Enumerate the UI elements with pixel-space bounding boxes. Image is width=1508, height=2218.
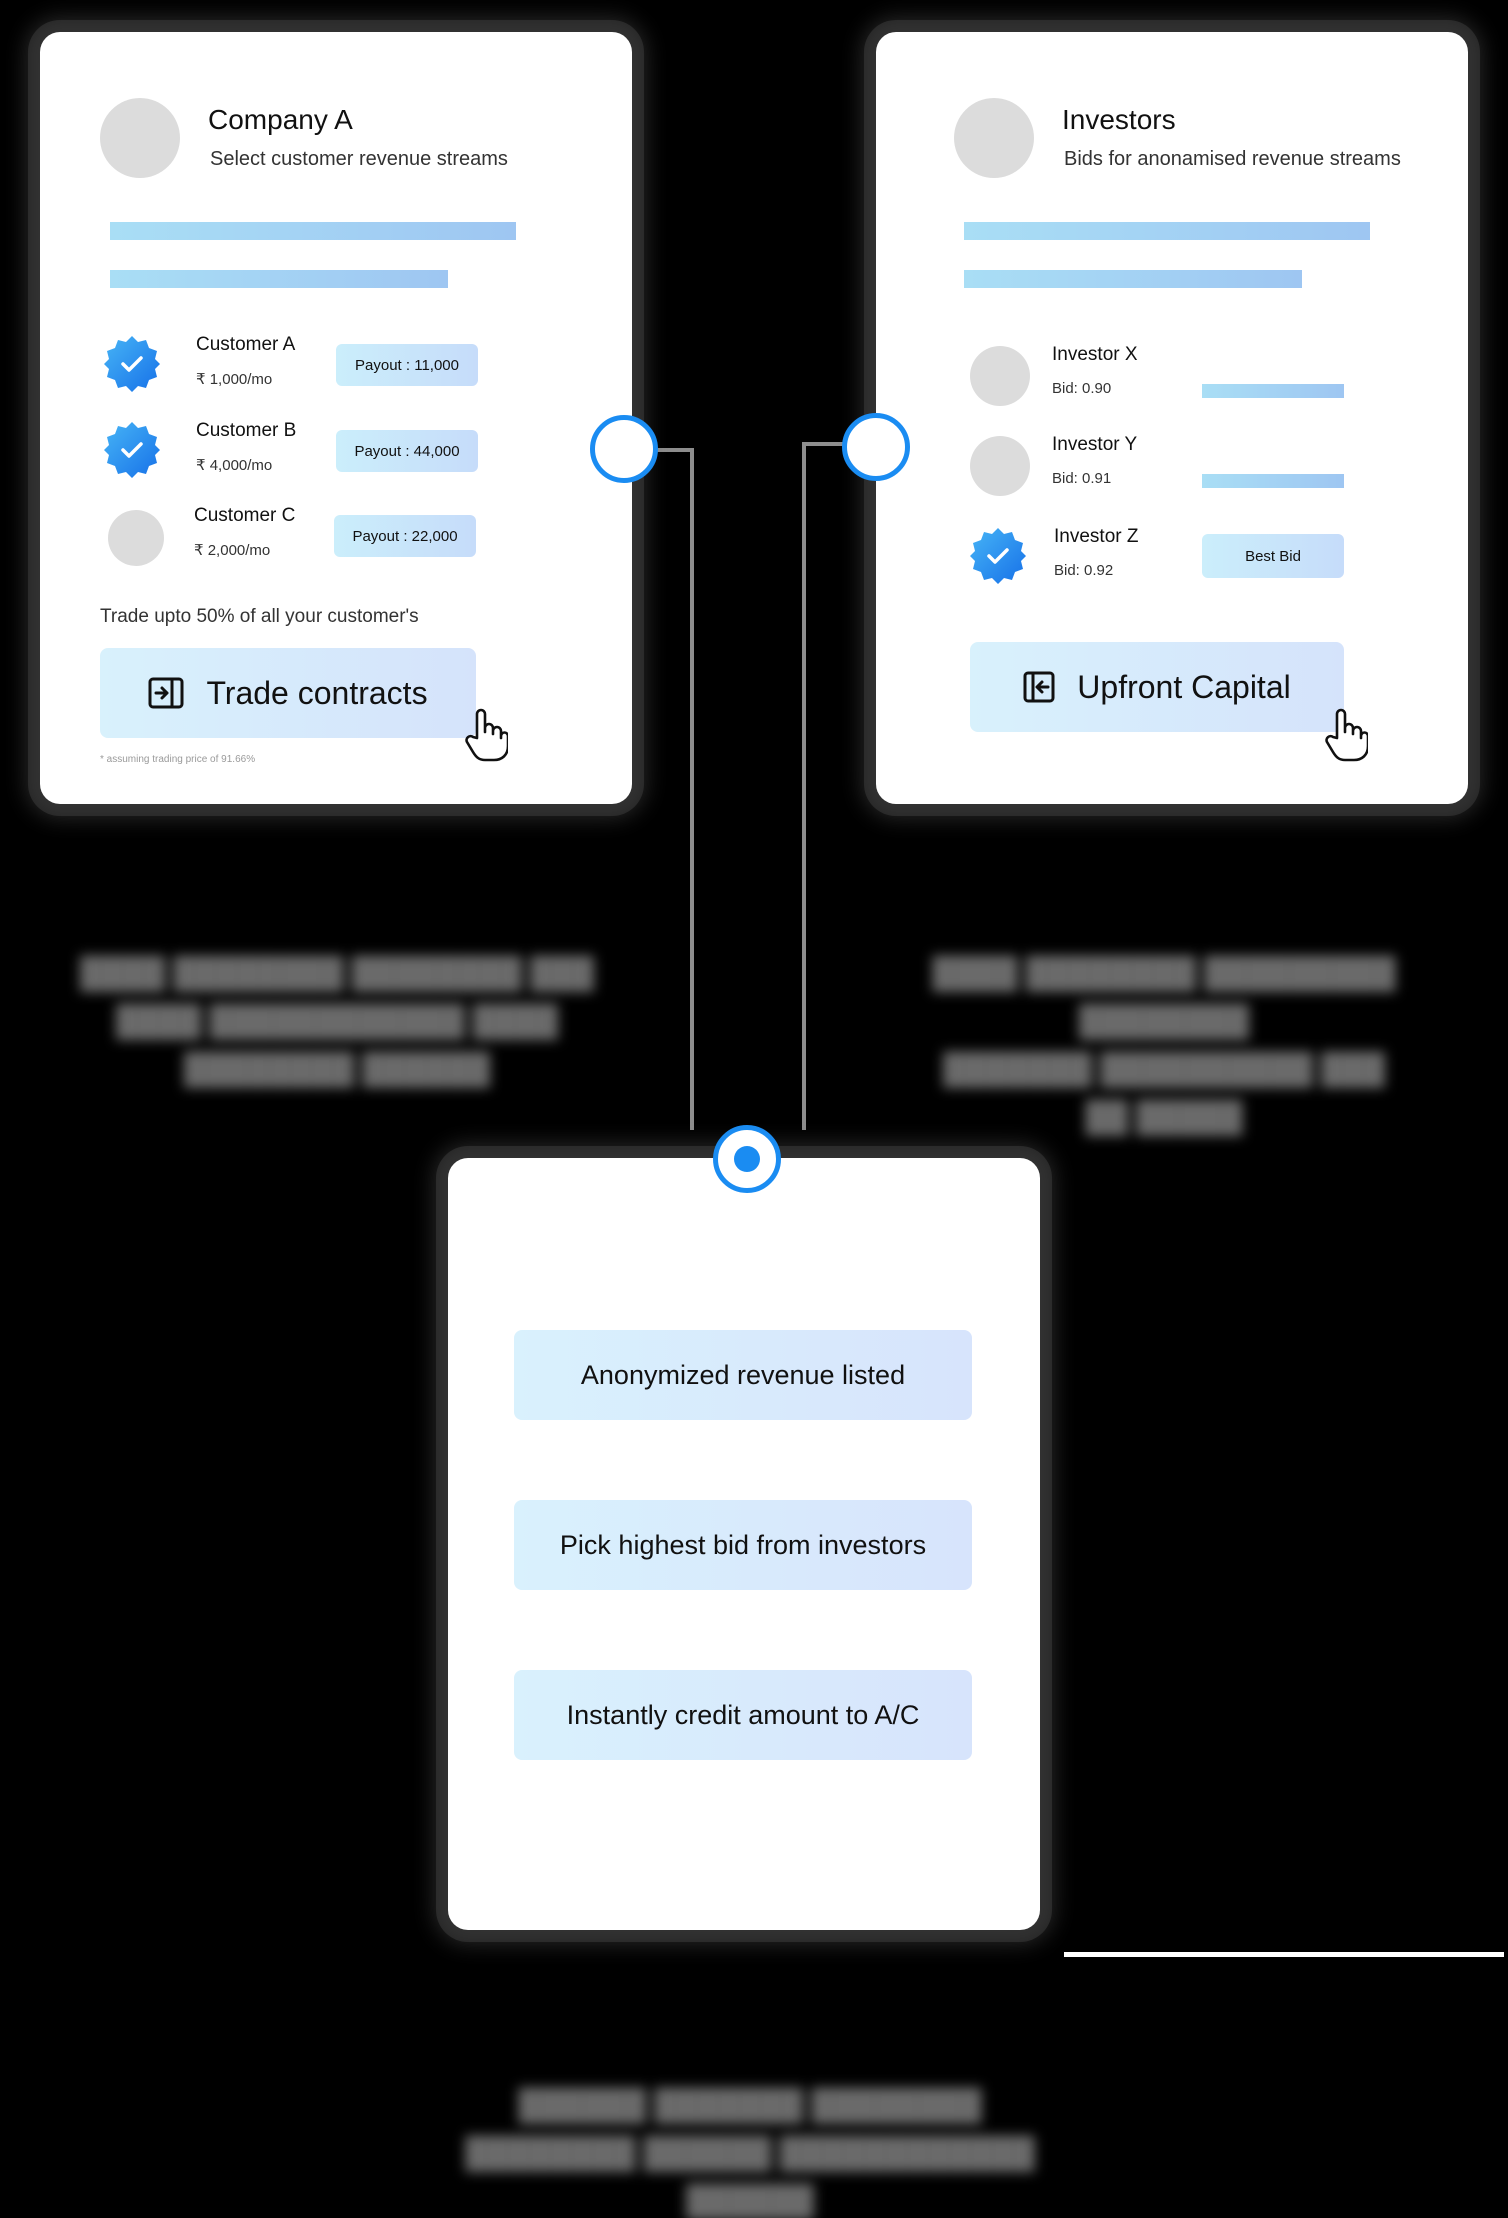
connector-node-left [590,415,658,483]
payout-pill: Payout : 22,000 [334,515,476,557]
connector-right-vertical [802,442,806,1130]
customer-name: Customer C [194,505,296,526]
connector-right-horizontal [804,442,860,446]
investor-name: Investor X [1052,344,1138,365]
investor-name: Investor Y [1052,434,1138,455]
pointer-hand-icon [465,708,508,762]
connector-node-bottom [713,1125,781,1193]
blurred-description-right: ████ ████████ █████████ ███████████████ … [932,957,1396,1134]
investors-card: Investors Bids for anonamised revenue st… [876,32,1468,804]
step-credit-amount: Instantly credit amount to A/C [514,1670,972,1760]
customer-name: Customer A [196,334,296,355]
payout-pill: Payout : 44,000 [336,430,478,472]
customer-amount: ₹ 1,000/mo [196,371,273,388]
placeholder-bar [110,222,516,240]
connector-node-right [842,413,910,481]
upfront-capital-button[interactable]: Upfront Capital [970,642,1344,732]
blurred-description-left: ████ ████████ ████████ ███████ █████████… [80,957,594,1086]
investor-bid: Bid: 0.91 [1052,470,1112,487]
pointer-hand-icon [1325,708,1368,762]
arrow-into-box-icon [148,677,184,709]
investors-subtitle: Bids for anonamised revenue streams [1064,148,1401,170]
blurred-description-bottom: ██████ ███████ ████████████████ ██████ █… [465,2089,1035,2218]
investor-bid: Bid: 0.92 [1054,562,1114,579]
connector-left-vertical [690,448,694,1130]
customer-amount: ₹ 4,000/mo [196,457,273,474]
investor-name: Investor Z [1054,526,1139,547]
decorative-line [1064,1952,1504,1957]
bid-bar [1202,384,1344,398]
investors-avatar [954,98,1034,178]
trade-info-text: Trade upto 50% of all your customer's [100,606,419,627]
verified-check-icon[interactable] [102,420,162,480]
placeholder-bar [964,222,1370,240]
placeholder-bar [110,270,448,288]
investor-avatar[interactable] [970,436,1030,496]
verified-check-icon[interactable] [968,526,1028,586]
arrow-out-of-box-icon [1023,671,1055,703]
unselected-circle-icon[interactable] [108,510,164,566]
process-card: Anonymized revenue listed Pick highest b… [448,1158,1040,1930]
best-bid-tag: Best Bid [1202,534,1344,578]
customer-amount: ₹ 2,000/mo [194,542,271,559]
investor-avatar[interactable] [970,346,1030,406]
company-subtitle: Select customer revenue streams [210,148,508,170]
verified-check-icon[interactable] [102,334,162,394]
investor-bid: Bid: 0.90 [1052,380,1112,397]
connector-left-horizontal [648,448,694,452]
step-anonymized-revenue: Anonymized revenue listed [514,1330,972,1420]
payout-pill: Payout : 11,000 [336,344,478,386]
trade-contracts-label: Trade contracts [206,674,428,711]
step-pick-highest-bid: Pick highest bid from investors [514,1500,972,1590]
placeholder-bar [964,270,1302,288]
trade-contracts-button[interactable]: Trade contracts [100,648,476,738]
company-card: Company A Select customer revenue stream… [40,32,632,804]
company-avatar [100,98,180,178]
connector-node-dot [734,1146,760,1172]
investors-title: Investors [1062,104,1176,135]
company-title: Company A [208,104,353,135]
customer-name: Customer B [196,420,297,441]
footnote: * assuming trading price of 91.66% [100,754,256,765]
bid-bar [1202,474,1344,488]
upfront-capital-label: Upfront Capital [1077,668,1291,705]
